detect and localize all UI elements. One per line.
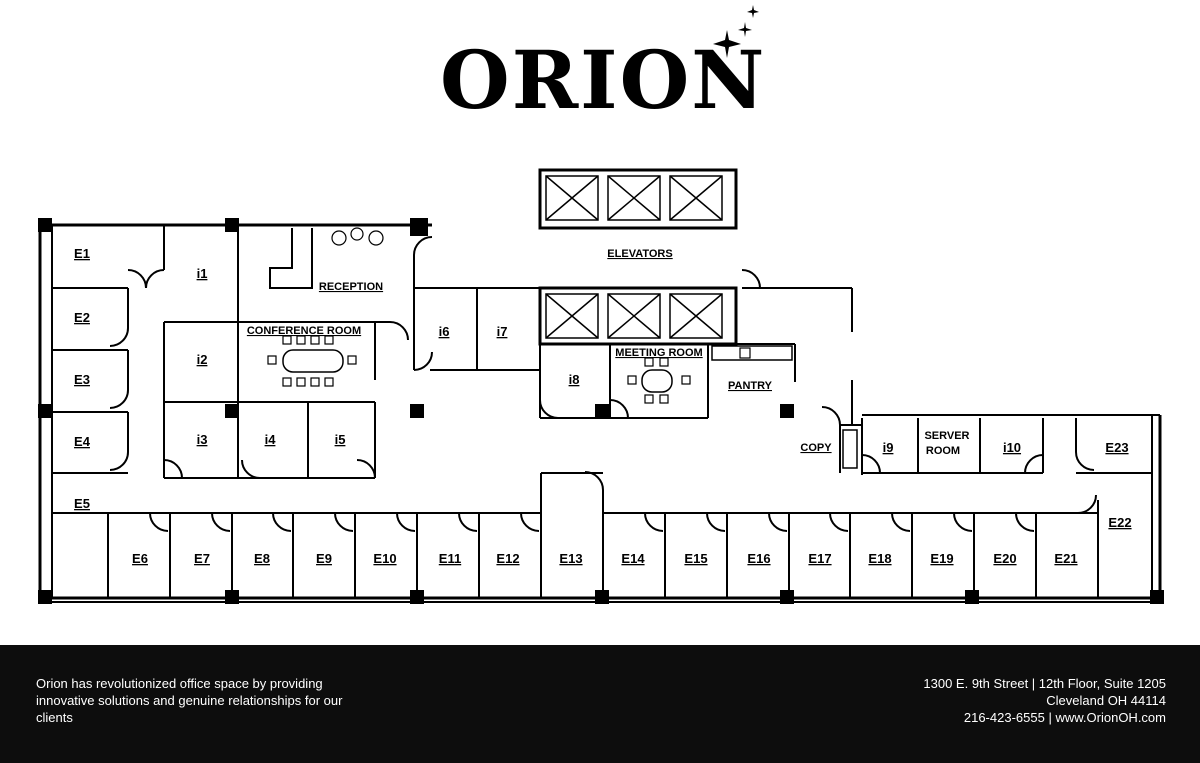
- room-e7-label: E7: [194, 551, 210, 566]
- conference-room-label: CONFERENCE ROOM: [247, 325, 361, 337]
- room-e14-label: E14: [621, 551, 645, 566]
- room-e6-label: E6: [132, 551, 148, 566]
- room-e21-label: E21: [1054, 551, 1077, 566]
- room-e11-label: E11: [439, 551, 461, 566]
- phone-number: 216-423-6555: [963, 710, 1045, 725]
- stars-icon: [713, 5, 759, 58]
- reception-label: RECEPTION: [319, 281, 383, 293]
- room-e18-label: E18: [868, 551, 891, 566]
- elevators-label: ELEVATORS: [607, 248, 672, 260]
- room-i3-label: i3: [197, 432, 208, 447]
- room-e8-label: E8: [254, 551, 270, 566]
- pantry-label: PANTRY: [728, 380, 773, 392]
- footer: Orion has revolutionized office space by…: [0, 645, 1200, 763]
- room-i2-label: i2: [197, 352, 208, 367]
- room-e2-label: E2: [74, 310, 90, 325]
- room-e5-label: E5: [74, 496, 90, 511]
- room-e4-label: E4: [74, 434, 91, 449]
- logo-wordmark: ORION: [440, 33, 767, 127]
- room-e1-label: E1: [74, 246, 90, 261]
- room-i9-label: i9: [883, 440, 894, 455]
- contact-separator: |: [1048, 710, 1052, 725]
- copy-label: COPY: [800, 442, 832, 454]
- room-e13-label: E13: [559, 551, 582, 566]
- room-e20-label: E20: [993, 551, 1016, 566]
- address-line-2: Cleveland OH 44114: [1046, 693, 1166, 708]
- server-room-label-line1: SERVER: [924, 430, 969, 442]
- room-e16-label: E16: [747, 551, 770, 566]
- floor-plan: E1 E2 E3 E4 E5 E6 E7 E8 E9 E10 E11 E12 E…: [38, 168, 1164, 604]
- room-i7-label: i7: [497, 324, 508, 339]
- room-e12-label: E12: [496, 551, 519, 566]
- room-i4-label: i4: [265, 432, 277, 447]
- address-line-1: 1300 E. 9th Street | 12th Floor, Suite 1…: [923, 676, 1166, 691]
- room-i1-label: i1: [197, 266, 208, 281]
- contact-line: 216-423-6555 | www.OrionOH.com: [746, 709, 1166, 726]
- room-e15-label: E15: [684, 551, 707, 566]
- room-e9-label: E9: [316, 551, 332, 566]
- website-link[interactable]: www.OrionOH.com: [1055, 710, 1166, 725]
- room-e22-label: E22: [1108, 515, 1131, 530]
- room-i5-label: i5: [335, 432, 346, 447]
- server-room-label-line2: ROOM: [926, 445, 960, 457]
- room-e23-label: E23: [1105, 440, 1128, 455]
- meeting-room-label: MEETING ROOM: [615, 347, 702, 359]
- room-e17-label: E17: [808, 551, 831, 566]
- room-e10-label: E10: [373, 551, 396, 566]
- room-i6-label: i6: [439, 324, 450, 339]
- company-tagline: Orion has revolutionized office space by…: [36, 676, 343, 725]
- contact-info: 1300 E. 9th Street | 12th Floor, Suite 1…: [746, 675, 1166, 726]
- room-i8-label: i8: [569, 372, 580, 387]
- orion-logo: ORION: [0, 0, 1200, 160]
- room-e19-label: E19: [930, 551, 953, 566]
- room-i10-label: i10: [1003, 440, 1021, 455]
- room-e3-label: E3: [74, 372, 90, 387]
